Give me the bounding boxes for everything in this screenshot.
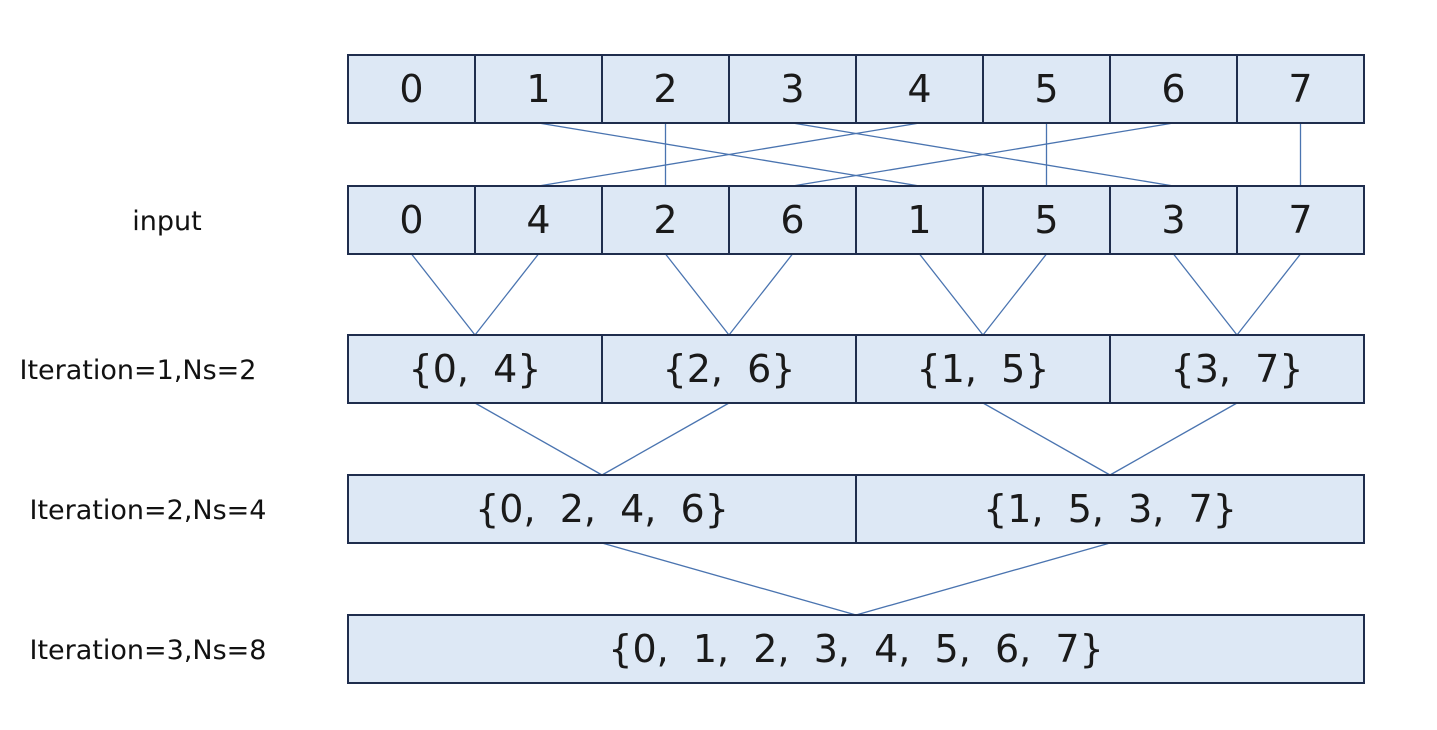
connector-line xyxy=(1172,253,1238,336)
connector-line xyxy=(474,402,603,476)
cell-box xyxy=(347,334,603,404)
cell: {2, 6} xyxy=(601,334,857,404)
cell-box xyxy=(855,185,984,255)
cell-value: 5 xyxy=(1034,67,1058,111)
connector-line xyxy=(728,253,794,336)
cell-box xyxy=(728,185,857,255)
cell-box xyxy=(1236,185,1365,255)
cell: 3 xyxy=(1109,185,1238,255)
cell: 4 xyxy=(855,54,984,124)
cell-box xyxy=(347,474,857,544)
row-label: input xyxy=(132,206,201,237)
connector-line xyxy=(601,402,730,476)
connector-line xyxy=(855,542,1111,616)
cell: 1 xyxy=(855,185,984,255)
cell-value: {1, 5, 3, 7} xyxy=(983,487,1237,531)
cell: 7 xyxy=(1236,185,1365,255)
cell-value: 7 xyxy=(1288,198,1312,242)
cell: 6 xyxy=(1109,54,1238,124)
cell-value: 2 xyxy=(653,67,677,111)
cell: 3 xyxy=(728,54,857,124)
cell: 2 xyxy=(601,185,730,255)
cell-value: 6 xyxy=(780,198,804,242)
row-label: Iteration=3,Ns=8 xyxy=(30,635,267,666)
cell-value: 4 xyxy=(526,198,550,242)
cell: 0 xyxy=(347,54,476,124)
row-labels: inputIteration=1,Ns=2Iteration=2,Ns=4Ite… xyxy=(20,206,267,666)
cell-box xyxy=(1109,334,1365,404)
connector-line xyxy=(410,253,476,336)
cell-value: {2, 6} xyxy=(663,347,796,391)
cell-value: {0, 4} xyxy=(409,347,542,391)
cell-box xyxy=(855,54,984,124)
cell-value: 3 xyxy=(1161,198,1185,242)
cell: 5 xyxy=(982,54,1111,124)
cell-box xyxy=(601,54,730,124)
connector-lines xyxy=(410,122,1302,616)
cell-value: 7 xyxy=(1288,67,1312,111)
cell-box xyxy=(982,185,1111,255)
cell-value: 2 xyxy=(653,198,677,242)
cell-value: 0 xyxy=(399,67,423,111)
cell: 2 xyxy=(601,54,730,124)
row-label: Iteration=1,Ns=2 xyxy=(20,355,257,386)
connector-line xyxy=(538,122,920,187)
row-0: 0 1 2 3 4 5 6 7 xyxy=(347,54,1365,124)
cell-value: {0, 1, 2, 3, 4, 5, 6, 7} xyxy=(608,627,1103,671)
cell-value: 1 xyxy=(907,198,931,242)
cell-box xyxy=(1236,54,1365,124)
cell-value: {1, 5} xyxy=(917,347,1050,391)
cell: {0, 2, 4, 6} xyxy=(347,474,857,544)
cell-box xyxy=(855,334,1111,404)
connector-line xyxy=(664,253,730,336)
cell-value: 4 xyxy=(907,67,931,111)
cell-box xyxy=(1109,185,1238,255)
cell: 1 xyxy=(474,54,603,124)
connector-line xyxy=(1236,253,1302,336)
connector-line xyxy=(1109,402,1238,476)
row-4: {0, 1, 2, 3, 4, 5, 6, 7} xyxy=(347,614,1365,684)
cell-value: {3, 7} xyxy=(1171,347,1304,391)
connector-line xyxy=(982,402,1111,476)
connector-line xyxy=(918,253,984,336)
cell-rows: 0 1 2 3 4 5 6 7 0 4 2 6 1 5 3 7 {0, 4} {2, 6} {1, 5} {3, 7}… xyxy=(347,54,1365,684)
connector-line xyxy=(474,253,540,336)
cell-box xyxy=(982,54,1111,124)
row-label: Iteration=2,Ns=4 xyxy=(30,495,267,526)
cell-value: 5 xyxy=(1034,198,1058,242)
cell-value: 1 xyxy=(526,67,550,111)
cell: {3, 7} xyxy=(1109,334,1365,404)
cell-box xyxy=(855,474,1365,544)
cell-box xyxy=(347,185,476,255)
cell: {1, 5, 3, 7} xyxy=(855,474,1365,544)
cell-box xyxy=(347,614,1365,684)
cell-value: 0 xyxy=(399,198,423,242)
cell-box xyxy=(728,54,857,124)
row-3: {0, 2, 4, 6} {1, 5, 3, 7} xyxy=(347,474,1365,544)
cell-box xyxy=(601,185,730,255)
connector-line xyxy=(982,253,1048,336)
connector-line xyxy=(601,542,857,616)
row-1: 0 4 2 6 1 5 3 7 xyxy=(347,185,1365,255)
cell: 7 xyxy=(1236,54,1365,124)
cell-value: {0, 2, 4, 6} xyxy=(475,487,729,531)
cell: 6 xyxy=(728,185,857,255)
row-2: {0, 4} {2, 6} {1, 5} {3, 7} xyxy=(347,334,1365,404)
cell-box xyxy=(474,185,603,255)
cell: {0, 1, 2, 3, 4, 5, 6, 7} xyxy=(347,614,1365,684)
cell: 0 xyxy=(347,185,476,255)
cell: 5 xyxy=(982,185,1111,255)
cell: 4 xyxy=(474,185,603,255)
cell: {1, 5} xyxy=(855,334,1111,404)
cell-value: 6 xyxy=(1161,67,1185,111)
cell: {0, 4} xyxy=(347,334,603,404)
cell-value: 3 xyxy=(780,67,804,111)
connector-line xyxy=(792,122,1174,187)
